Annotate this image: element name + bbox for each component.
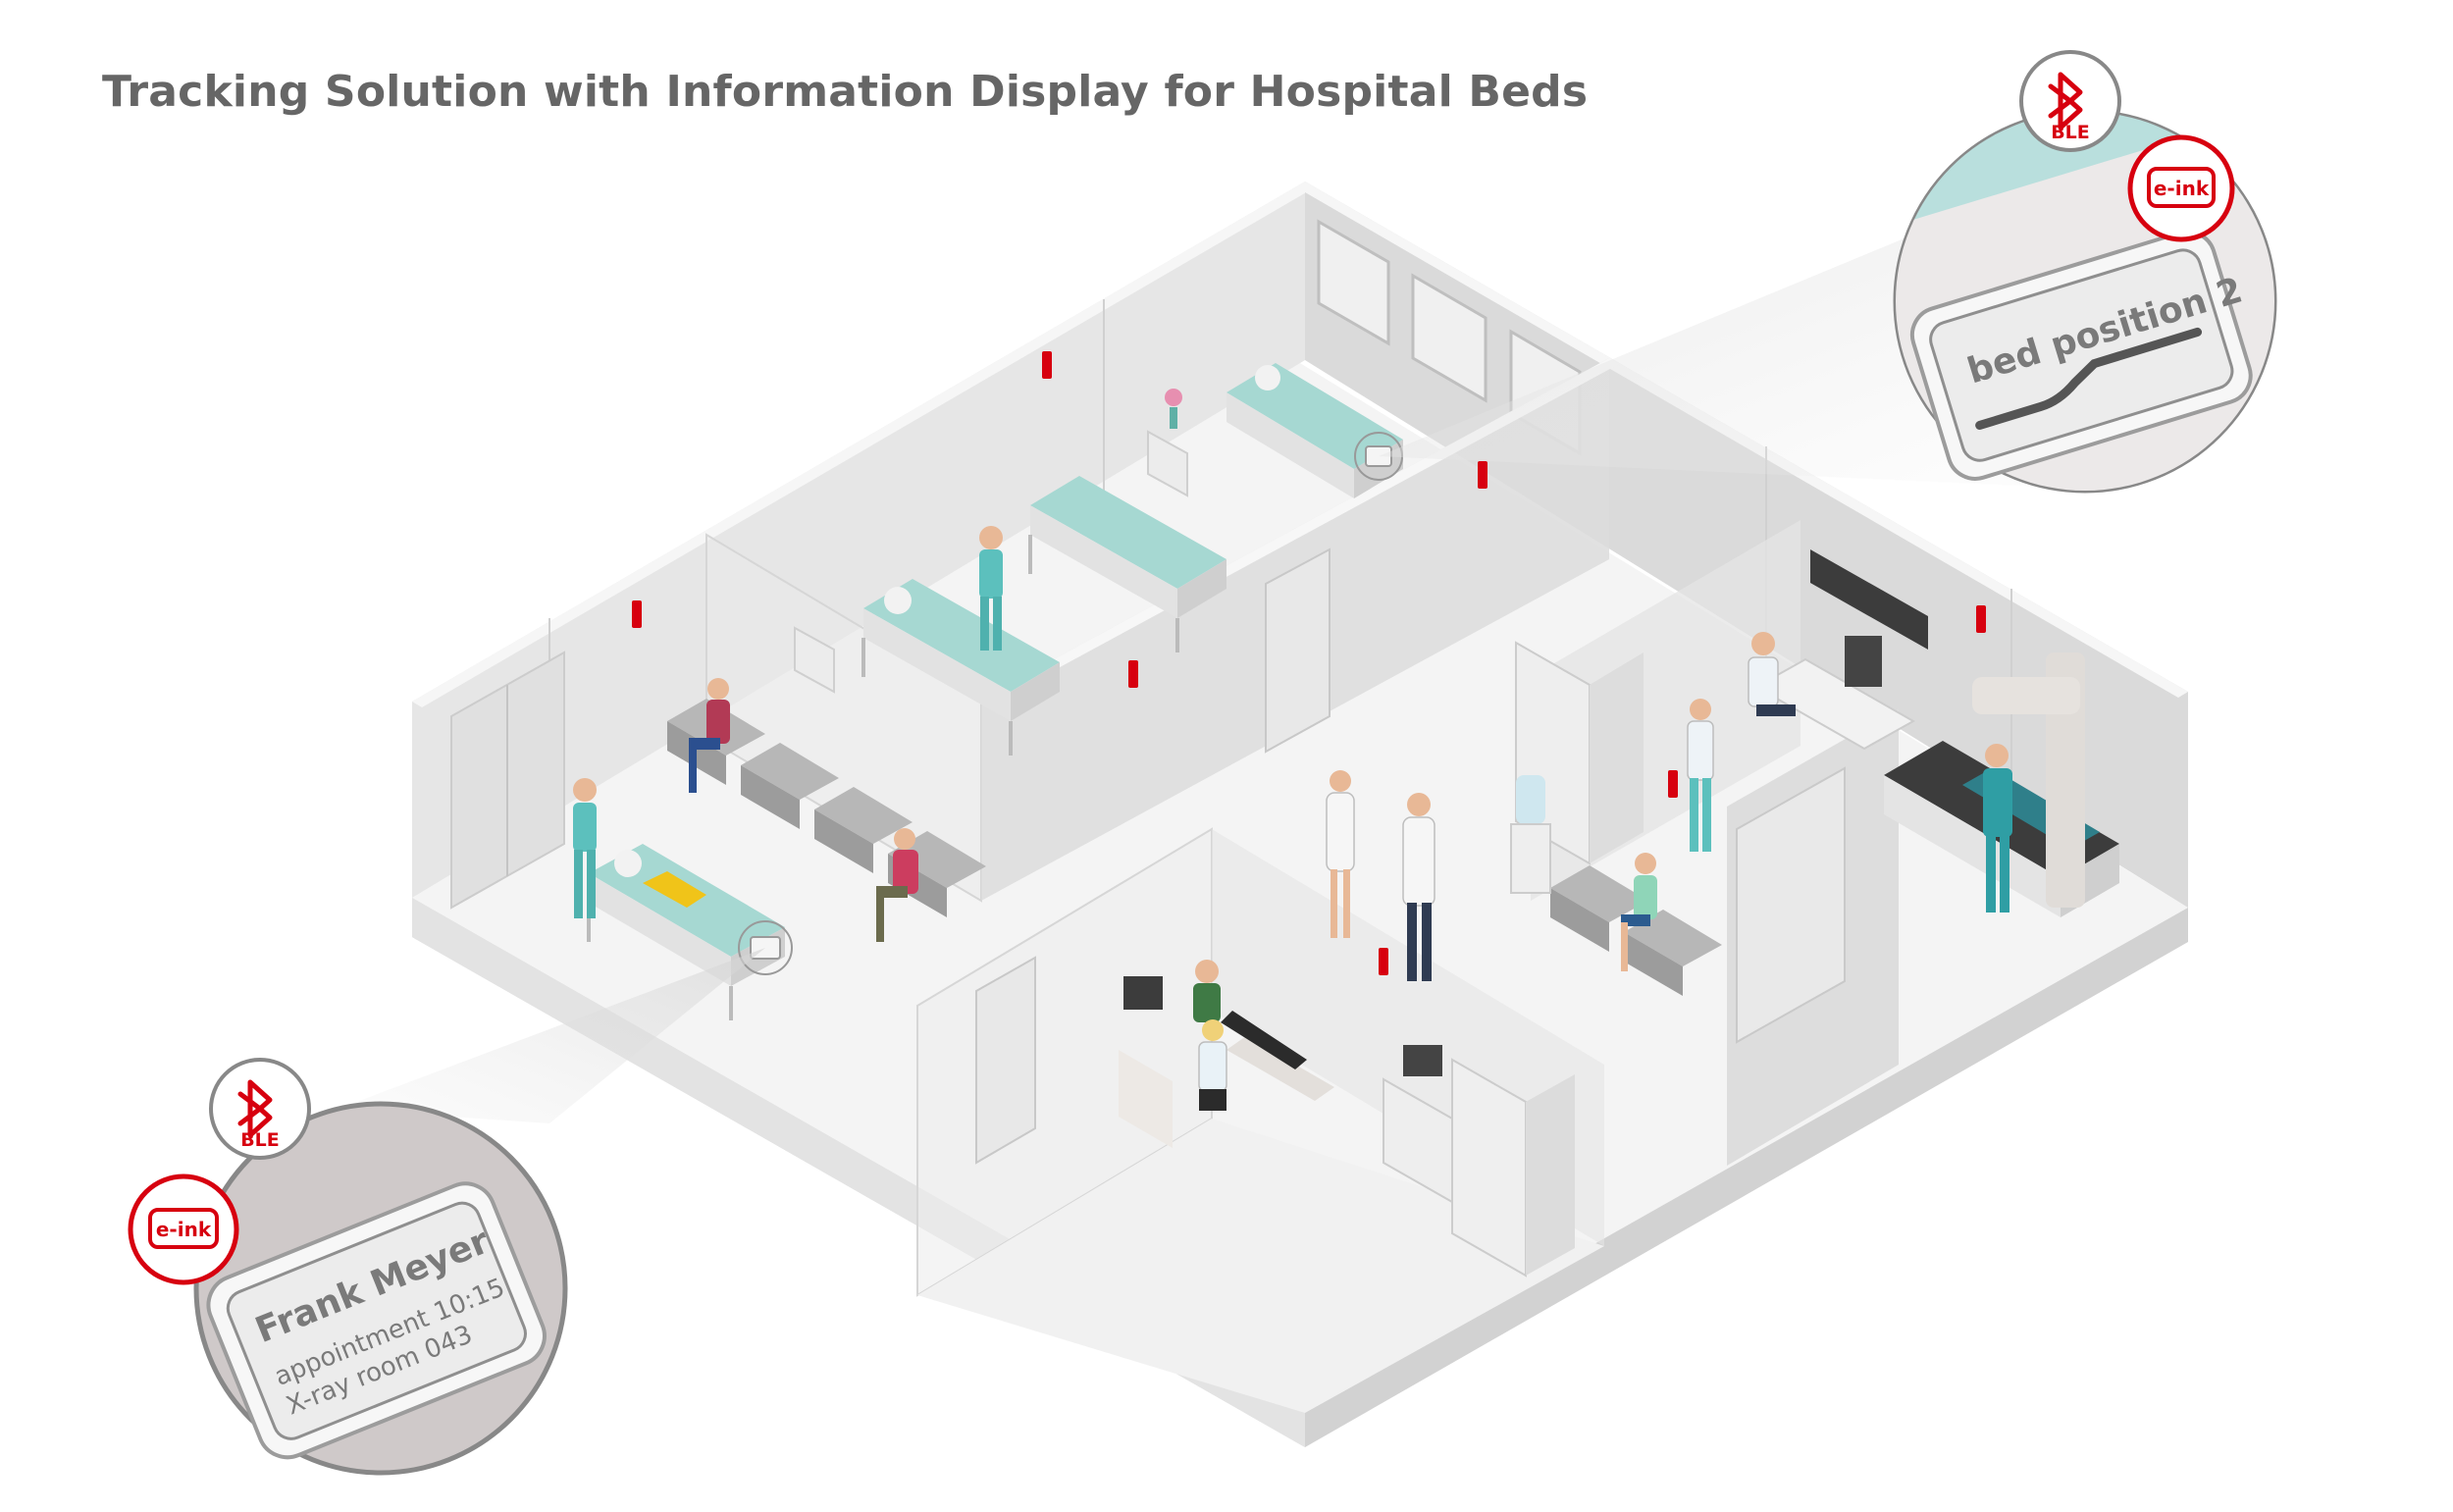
eink-label-bottom: e-ink bbox=[156, 1218, 212, 1241]
waiting-patient-arm-sling bbox=[689, 678, 730, 793]
ultrasound-patient bbox=[1193, 960, 1307, 1069]
eink-badge-bottom: e-ink bbox=[128, 1173, 239, 1285]
eink-display-patient: Frank Meyer appointment 10:15 X-ray room… bbox=[206, 1181, 547, 1460]
callout-beams bbox=[339, 231, 2021, 1123]
eink-icon bbox=[2147, 167, 2216, 208]
nurse-ward bbox=[979, 526, 1003, 651]
eink-label-top: e-ink bbox=[2154, 177, 2210, 200]
waiting-woman-xray bbox=[1621, 853, 1657, 971]
doctor-male bbox=[1402, 793, 1435, 981]
bluetooth-icon bbox=[2048, 72, 2083, 130]
people bbox=[573, 526, 2012, 1111]
eink-icon bbox=[148, 1208, 219, 1249]
callout-patient-tag: Frank Meyer appointment 10:15 X-ray room… bbox=[128, 1058, 568, 1476]
sonographer bbox=[1198, 1019, 1227, 1111]
nurse-corridor bbox=[573, 778, 597, 918]
ble-badge-top: BLE bbox=[2019, 50, 2121, 152]
ble-label-top: BLE bbox=[2051, 122, 2090, 143]
waiting-patient-man bbox=[876, 828, 918, 942]
eink-display-bed: bed position 2 bbox=[1909, 230, 2253, 481]
eink-badge-top: e-ink bbox=[2127, 134, 2235, 242]
medical-equipment bbox=[1119, 549, 2119, 1277]
xray-staff-desk bbox=[1748, 632, 1796, 716]
ble-badge-bottom: BLE bbox=[209, 1058, 311, 1160]
xray-staff-walking bbox=[1687, 699, 1714, 852]
xray-technician bbox=[1983, 744, 2012, 912]
page-title: Tracking Solution with Information Displ… bbox=[102, 67, 1589, 117]
ble-label-bottom: BLE bbox=[240, 1129, 280, 1151]
corridor-bed bbox=[587, 844, 793, 1020]
doctor-female bbox=[1326, 770, 1355, 938]
bluetooth-icon bbox=[237, 1079, 273, 1138]
ble-beacons bbox=[632, 351, 1986, 975]
